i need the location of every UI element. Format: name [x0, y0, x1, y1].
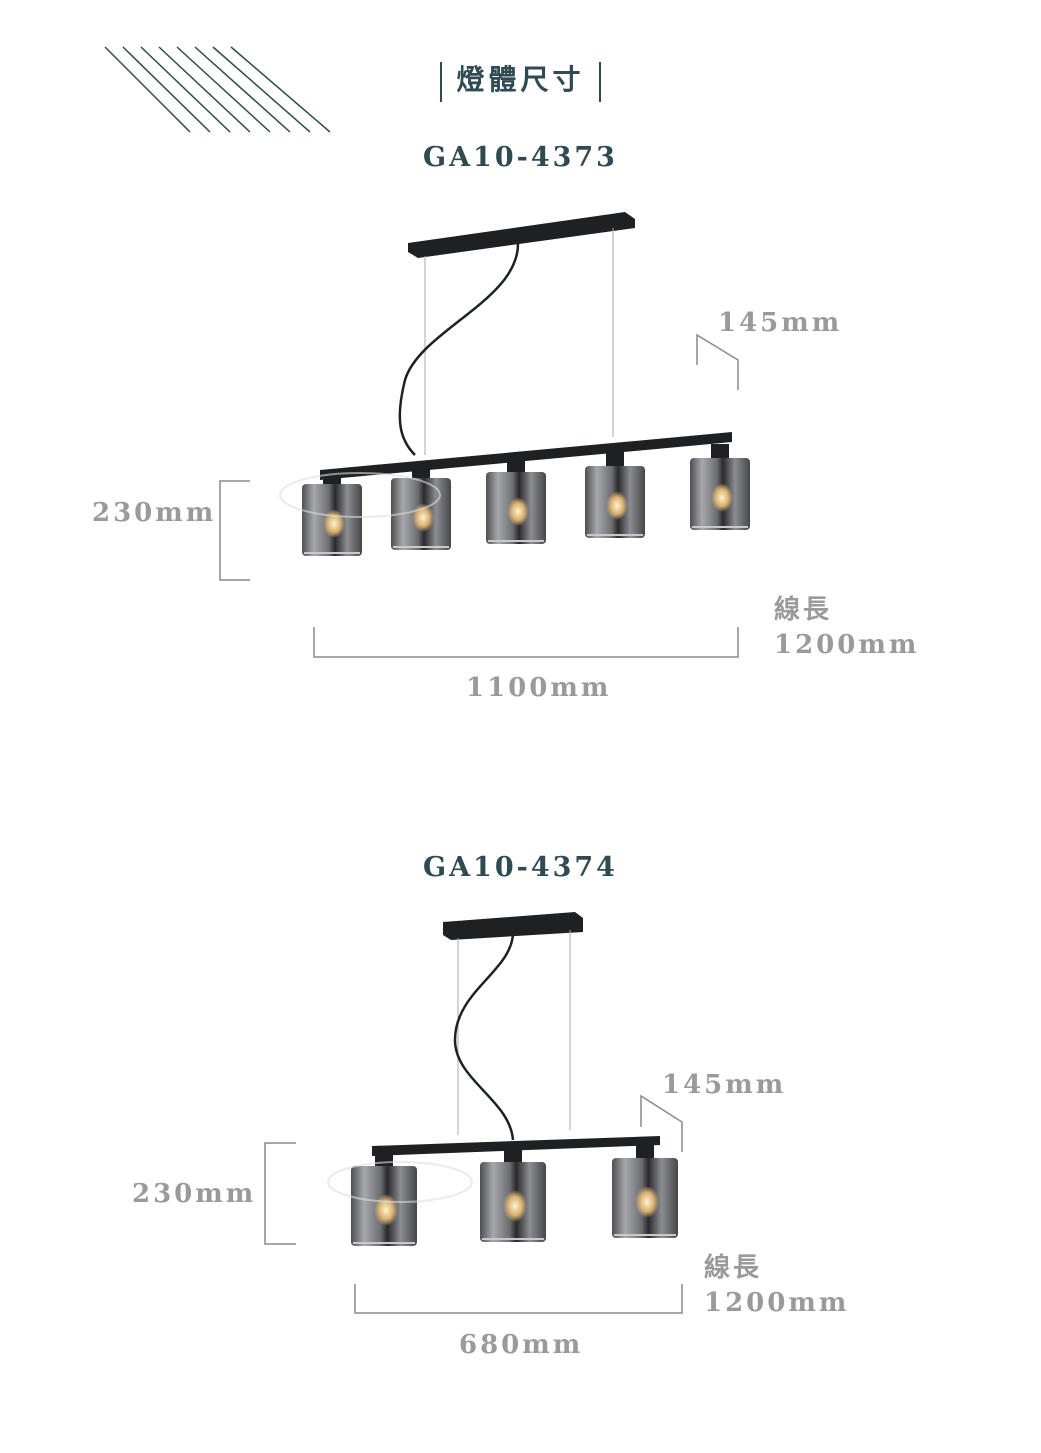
- diagonal-line: [230, 46, 331, 133]
- ceiling-canopy: [443, 912, 583, 940]
- lamp-socket: [504, 1148, 522, 1166]
- bulb: [503, 1190, 527, 1222]
- bulb: [507, 497, 529, 526]
- bulb: [412, 503, 434, 532]
- pendant-lamp-1: [279, 212, 750, 556]
- bulb: [635, 1186, 659, 1218]
- diagonal-line: [176, 46, 271, 133]
- lamp-socket: [606, 452, 624, 470]
- power-cord: [398, 241, 520, 456]
- diagonal-line: [140, 46, 231, 133]
- shade-diameter-2: 145mm: [662, 1070, 787, 1100]
- watermark-logo: [279, 472, 441, 518]
- lamp-socket: [711, 444, 729, 462]
- cord-label-1: 線長: [774, 595, 833, 625]
- width-bracket-1: [313, 627, 739, 658]
- title-divider-left: [440, 61, 443, 102]
- height-2: 230mm: [132, 1179, 257, 1209]
- bulb: [711, 483, 733, 512]
- bulb: [606, 491, 628, 520]
- lamp-shade: [690, 444, 750, 530]
- pendant-lamp-2: [327, 912, 678, 1246]
- lamp-shade: [391, 464, 451, 550]
- width-2: 680mm: [459, 1330, 584, 1360]
- section-title-text: 燈體尺寸: [456, 63, 585, 96]
- diagonal-line: [194, 46, 291, 133]
- watermark-logo: [327, 1161, 473, 1203]
- ceiling-canopy: [408, 212, 635, 258]
- width-1: 1100mm: [466, 673, 612, 703]
- section-title: 燈體尺寸: [0, 58, 1041, 102]
- cord-length-1: 線長 1200mm: [774, 593, 919, 663]
- diagonal-line: [122, 46, 211, 133]
- decorative-diagonal-lines: [104, 46, 331, 133]
- title-divider-right: [598, 61, 601, 102]
- cord-label-2: 線長: [704, 1253, 763, 1283]
- model-number-1: GA10-4373: [423, 142, 618, 173]
- lamp-shade: [480, 1148, 546, 1242]
- bulb: [374, 1194, 398, 1226]
- cord-length-2: 線長 1200mm: [704, 1251, 849, 1321]
- cord-value-1: 1200mm: [774, 630, 920, 660]
- lamp-shade: [612, 1144, 678, 1238]
- diagonal-line: [212, 46, 311, 133]
- cord-value-2: 1200mm: [704, 1288, 850, 1318]
- bulb: [323, 509, 345, 538]
- lamp-socket: [507, 458, 525, 476]
- diameter-bracket-2: [640, 1094, 683, 1152]
- lamp-socket: [636, 1144, 654, 1162]
- height-1: 230mm: [92, 498, 217, 528]
- model-number-2: GA10-4374: [423, 852, 618, 883]
- lamp-rod: [372, 1136, 660, 1156]
- lamp-socket: [375, 1152, 393, 1170]
- lamp-socket: [412, 464, 430, 482]
- shade-diameter-1: 145mm: [718, 308, 843, 338]
- diagonal-line: [104, 46, 191, 133]
- height-bracket-2: [264, 1142, 296, 1245]
- lamp-shade: [486, 458, 546, 544]
- width-bracket-2: [354, 1284, 683, 1314]
- diagonal-line: [158, 46, 251, 133]
- height-bracket-1: [219, 480, 250, 581]
- diameter-bracket-1: [696, 333, 739, 390]
- power-cord: [453, 929, 515, 1141]
- lamp-shade: [585, 452, 645, 538]
